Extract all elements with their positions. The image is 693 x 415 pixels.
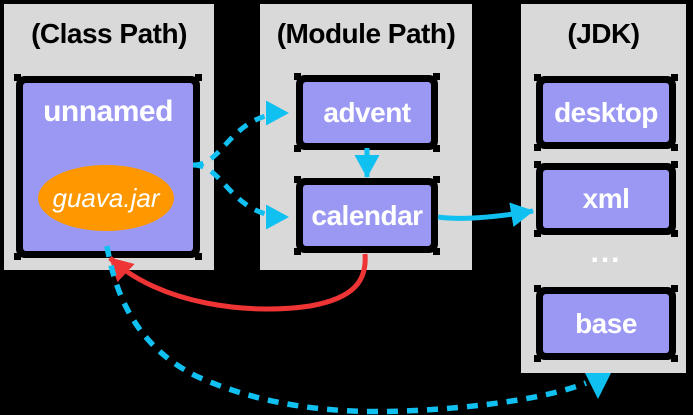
module-box-advent: advent (294, 73, 440, 152)
corner-notch (433, 248, 440, 255)
corner-notch (14, 253, 21, 260)
corner-notch (671, 74, 678, 81)
module-label-calendar: calendar (311, 199, 423, 231)
corner-notch (534, 74, 541, 81)
module-box-calendar: calendar (294, 176, 440, 255)
corner-notch (534, 285, 541, 292)
corner-notch (671, 355, 678, 362)
module-box-xml-inner: xml (543, 170, 669, 228)
module-box-advent-inner: advent (303, 82, 431, 143)
jar-ellipse-guava: guava.jar (38, 165, 174, 231)
corner-notch (294, 73, 301, 80)
jar-label-guava: guava.jar (52, 182, 160, 213)
module-label-unnamed: unnamed (43, 95, 173, 128)
corner-notch (534, 161, 541, 168)
corner-notch (671, 144, 678, 151)
corner-notch (671, 161, 678, 168)
module-box-calendar-inner: calendar (303, 185, 431, 246)
corner-notch (671, 230, 678, 237)
corner-notch (534, 230, 541, 237)
module-box-unnamed-inner: unnamed guava.jar (23, 83, 193, 251)
arrow-unnamed-to-base-head (585, 373, 611, 399)
corner-notch (195, 74, 202, 81)
module-box-unnamed: unnamed guava.jar (14, 74, 202, 260)
module-box-desktop-inner: desktop (543, 83, 669, 142)
corner-notch (433, 73, 440, 80)
corner-notch (671, 285, 678, 292)
corner-notch (195, 253, 202, 260)
corner-notch (433, 176, 440, 183)
module-label-xml: xml (582, 183, 630, 214)
jdk-ellipsis: ... (590, 236, 622, 269)
module-label-base: base (575, 307, 637, 339)
module-label-desktop: desktop (554, 96, 658, 128)
corner-notch (294, 248, 301, 255)
corner-notch (294, 176, 301, 183)
module-box-base-inner: base (543, 294, 669, 353)
module-box-xml: xml (534, 161, 678, 237)
module-label-advent: advent (323, 96, 411, 128)
arrow-unnamed-to-base (104, 245, 588, 415)
corner-notch (294, 145, 301, 152)
corner-notch (534, 355, 541, 362)
module-box-base: base (534, 285, 678, 362)
column-title-class-path: (Class Path) (31, 18, 187, 49)
module-box-desktop: desktop (534, 74, 678, 151)
corner-notch (534, 144, 541, 151)
column-title-module-path: (Module Path) (276, 18, 456, 49)
corner-notch (433, 145, 440, 152)
corner-notch (14, 74, 21, 81)
column-title-jdk: (JDK) (567, 18, 640, 49)
